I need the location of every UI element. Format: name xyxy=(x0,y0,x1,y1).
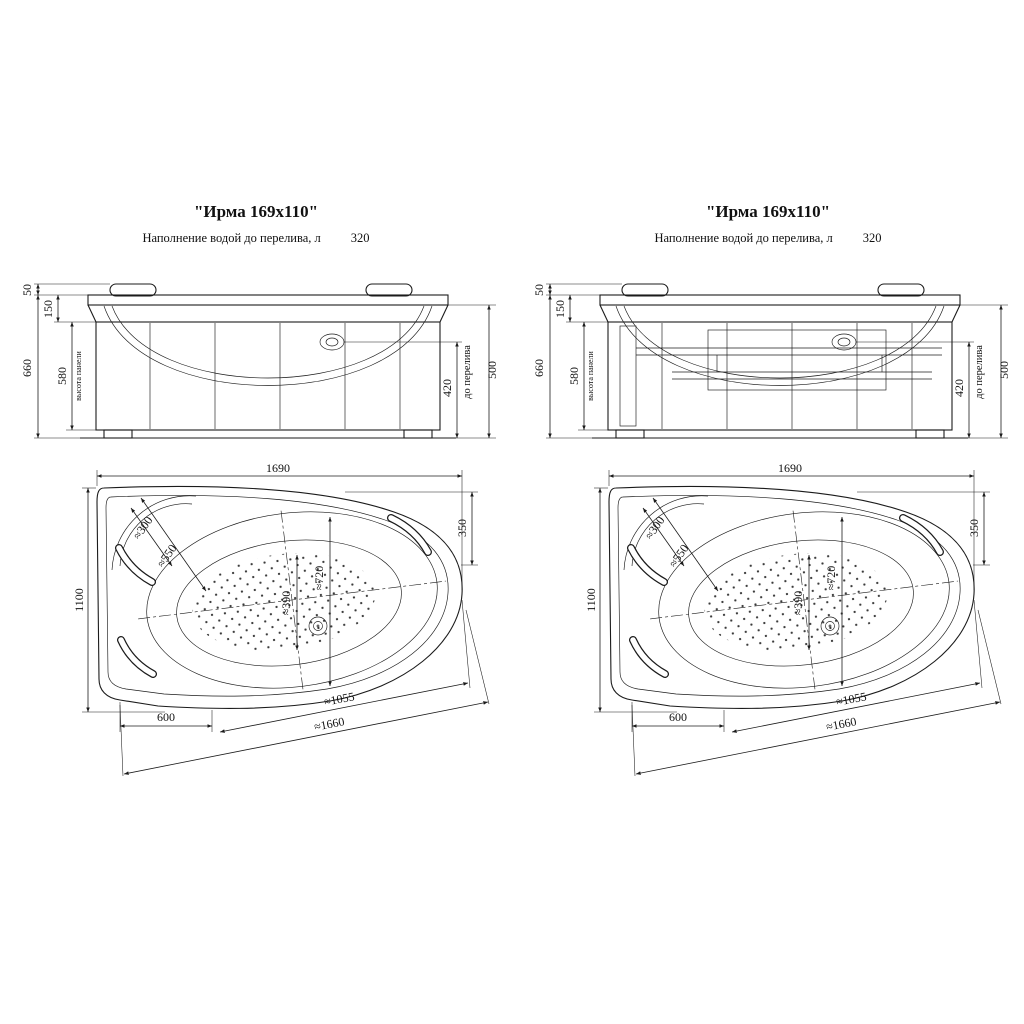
dim-overall-1660: ≈1660 xyxy=(825,714,858,734)
dim-headrest-height: 50 xyxy=(532,284,546,296)
drawing-title: "Ирма 169x110" xyxy=(193,202,319,221)
tub-front-outline xyxy=(592,283,968,439)
dim-total-height: 660 xyxy=(20,359,34,377)
tub-front-outline xyxy=(80,283,456,439)
front-dimensions: 50 660 150 580 высота панели 420 до пере… xyxy=(20,283,499,439)
dim-to-overflow-height: 500 xyxy=(997,361,1011,379)
dim-panel-height: 580 xyxy=(567,367,581,385)
drain xyxy=(308,616,328,636)
front-view: 50 660 150 580 высота панели 420 до пере… xyxy=(20,283,499,439)
panel-left: "Ирма 169x110" Наполнение водой до перел… xyxy=(0,202,512,812)
centerlines xyxy=(650,510,958,690)
tub-plan-outline xyxy=(96,485,463,709)
panel-right: "Ирма 169x110" Наполнение водой до перел… xyxy=(512,202,1024,812)
drawing-title: "Ирма 169x110" xyxy=(705,202,831,221)
dim-width: 1100 xyxy=(584,588,598,612)
plan-view: 1690 1100 ≈300 ≈550 ≈720 ≈390 350 600 ≈1… xyxy=(72,461,490,777)
dim-total-height: 660 xyxy=(532,359,546,377)
centerlines xyxy=(138,510,446,690)
dim-overall-1660: ≈1660 xyxy=(313,714,346,734)
plan-view: 1690 1100 ≈300 ≈550 ≈720 ≈390 350 600 ≈1… xyxy=(584,461,1002,777)
dim-overflow-height: 420 xyxy=(952,379,966,397)
tub-plan-outline xyxy=(608,485,975,709)
support-frame xyxy=(619,325,942,427)
dim-length: 1690 xyxy=(778,461,802,475)
dim-width: 1100 xyxy=(72,588,86,612)
dim-basin-390: ≈390 xyxy=(791,591,805,616)
fill-volume-row: Наполнение водой до перелива, л 320 xyxy=(0,231,512,246)
dim-panel-height: 580 xyxy=(55,367,69,385)
label-to-overflow: до перелива xyxy=(462,345,473,399)
fill-volume-value: 320 xyxy=(350,231,370,245)
dim-side-350: 350 xyxy=(455,519,469,537)
drain xyxy=(820,616,840,636)
dim-diag-1055: ≈1055 xyxy=(835,689,868,709)
dim-side-350: 350 xyxy=(967,519,981,537)
dim-headrest-height: 50 xyxy=(20,284,34,296)
label-panel-height: высота панели xyxy=(74,350,83,400)
dim-length: 1690 xyxy=(266,461,290,475)
fill-volume-value: 320 xyxy=(862,231,882,245)
fill-volume-label: Наполнение водой до перелива, л xyxy=(142,231,321,245)
plan-dimensions: 1690 1100 ≈300 ≈550 ≈720 ≈390 350 600 ≈1… xyxy=(72,461,490,777)
front-dimensions: 50 660 150 580 высота панели 420 до пере… xyxy=(532,283,1011,439)
dim-basin-390: ≈390 xyxy=(279,591,293,616)
plan-dimensions: 1690 1100 ≈300 ≈550 ≈720 ≈390 350 600 ≈1… xyxy=(584,461,1002,777)
fill-volume-label: Наполнение водой до перелива, л xyxy=(654,231,833,245)
label-panel-height: высота панели xyxy=(586,350,595,400)
dim-corner-600: 600 xyxy=(669,710,687,724)
dim-overflow-height: 420 xyxy=(440,379,454,397)
tub-front-interior xyxy=(103,305,433,429)
dim-rim-offset: 150 xyxy=(41,300,55,318)
dim-diag-1055: ≈1055 xyxy=(323,689,356,709)
tub-front-interior xyxy=(615,305,945,429)
dim-basin-720: ≈720 xyxy=(312,566,326,591)
fill-volume-row: Наполнение водой до перелива, л 320 xyxy=(512,231,1024,246)
dim-basin-720: ≈720 xyxy=(824,566,838,591)
dim-rim-offset: 150 xyxy=(553,300,567,318)
label-to-overflow: до перелива xyxy=(974,345,985,399)
front-view: 50 660 150 580 высота панели 420 до пере… xyxy=(532,283,1011,439)
dim-corner-600: 600 xyxy=(157,710,175,724)
dim-to-overflow-height: 500 xyxy=(485,361,499,379)
